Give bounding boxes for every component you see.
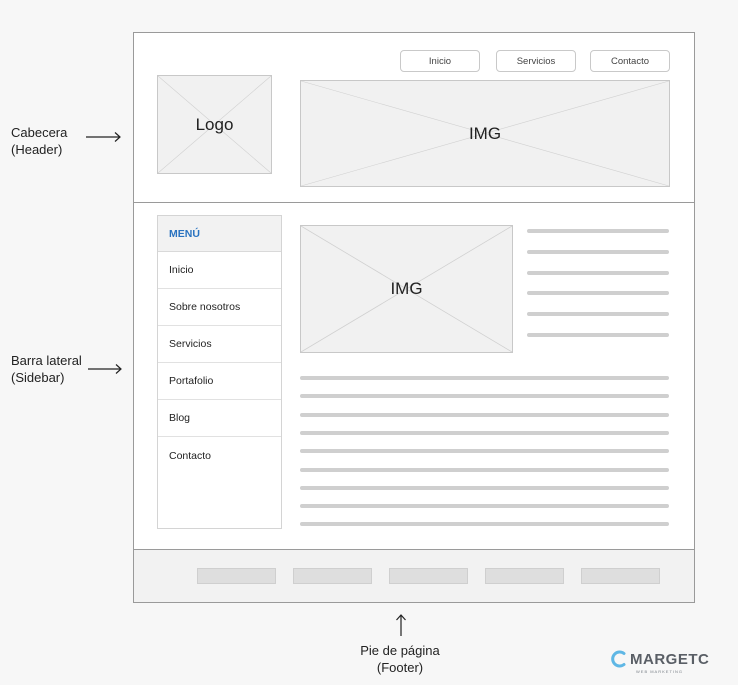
sidebar-menu: MENÚ Inicio Sobre nosotros Servicios Por… — [157, 215, 282, 529]
header-annotation-line2: (Header) — [11, 142, 63, 157]
content-image-placeholder: IMG — [300, 225, 513, 353]
text-line-placeholder — [527, 333, 669, 337]
text-line-placeholder — [300, 430, 669, 435]
text-line-placeholder — [300, 394, 669, 399]
sidebar-item-portafolio[interactable]: Portafolio — [158, 363, 281, 400]
brand-tagline: WEB MARKETING — [636, 669, 684, 674]
nav-button-contacto[interactable]: Contacto — [590, 50, 670, 72]
sidebar-annotation: Barra lateral (Sidebar) — [11, 352, 82, 386]
footer-link[interactable] — [197, 568, 276, 584]
nav-button-servicios[interactable]: Servicios — [496, 50, 576, 72]
footer-link[interactable] — [293, 568, 372, 584]
sidebar-menu-title: MENÚ — [158, 216, 281, 252]
footer-arrow-icon — [396, 614, 406, 636]
footer-annotation-line1: Pie de página — [360, 643, 440, 658]
logo-label: Logo — [195, 114, 234, 134]
brand-c-icon — [611, 650, 626, 668]
header-divider — [134, 202, 694, 203]
brand-logo: MARGETC — [611, 650, 709, 668]
page-wireframe: Inicio Servicios Contacto Logo IMG MENÚ … — [133, 32, 695, 603]
sidebar-item-sobre-nosotros[interactable]: Sobre nosotros — [158, 289, 281, 326]
footer-link[interactable] — [485, 568, 564, 584]
content-image-label: IMG — [390, 279, 423, 298]
footer-annotation-line2: (Footer) — [376, 660, 424, 675]
text-line-placeholder — [300, 467, 669, 472]
logo-placeholder: Logo — [157, 75, 272, 174]
header-image-placeholder: IMG — [300, 80, 670, 187]
sidebar-arrow-icon — [88, 364, 122, 374]
header-arrow-icon — [86, 132, 121, 142]
sidebar-item-blog[interactable]: Blog — [158, 400, 281, 437]
text-line-placeholder — [300, 504, 669, 509]
sidebar-annotation-line2: (Sidebar) — [11, 370, 65, 385]
footer-annotation: Pie de página (Footer) — [340, 642, 460, 676]
text-line-placeholder — [300, 485, 669, 490]
text-line-placeholder — [527, 291, 669, 296]
sidebar-annotation-line1: Barra lateral — [11, 353, 82, 368]
text-line-placeholder — [300, 449, 669, 454]
footer-link[interactable] — [581, 568, 660, 584]
text-line-placeholder — [527, 270, 669, 275]
nav-button-inicio[interactable]: Inicio — [400, 50, 480, 72]
text-line-placeholder — [527, 229, 669, 233]
sidebar-item-servicios[interactable]: Servicios — [158, 326, 281, 363]
text-line-placeholder — [527, 312, 669, 317]
sidebar-item-inicio[interactable]: Inicio — [158, 252, 281, 289]
header-annotation-line1: Cabecera — [11, 125, 68, 140]
sidebar-item-contacto[interactable]: Contacto — [169, 449, 212, 462]
text-line-placeholder — [300, 412, 669, 417]
text-line-placeholder — [300, 522, 669, 527]
header-image-label: IMG — [468, 123, 502, 143]
text-line-placeholder — [300, 376, 669, 380]
text-line-placeholder — [527, 249, 669, 254]
header-annotation: Cabecera (Header) — [11, 124, 67, 158]
brand-name: MARGETC — [630, 650, 710, 668]
footer-link[interactable] — [389, 568, 468, 584]
footer — [134, 549, 694, 602]
